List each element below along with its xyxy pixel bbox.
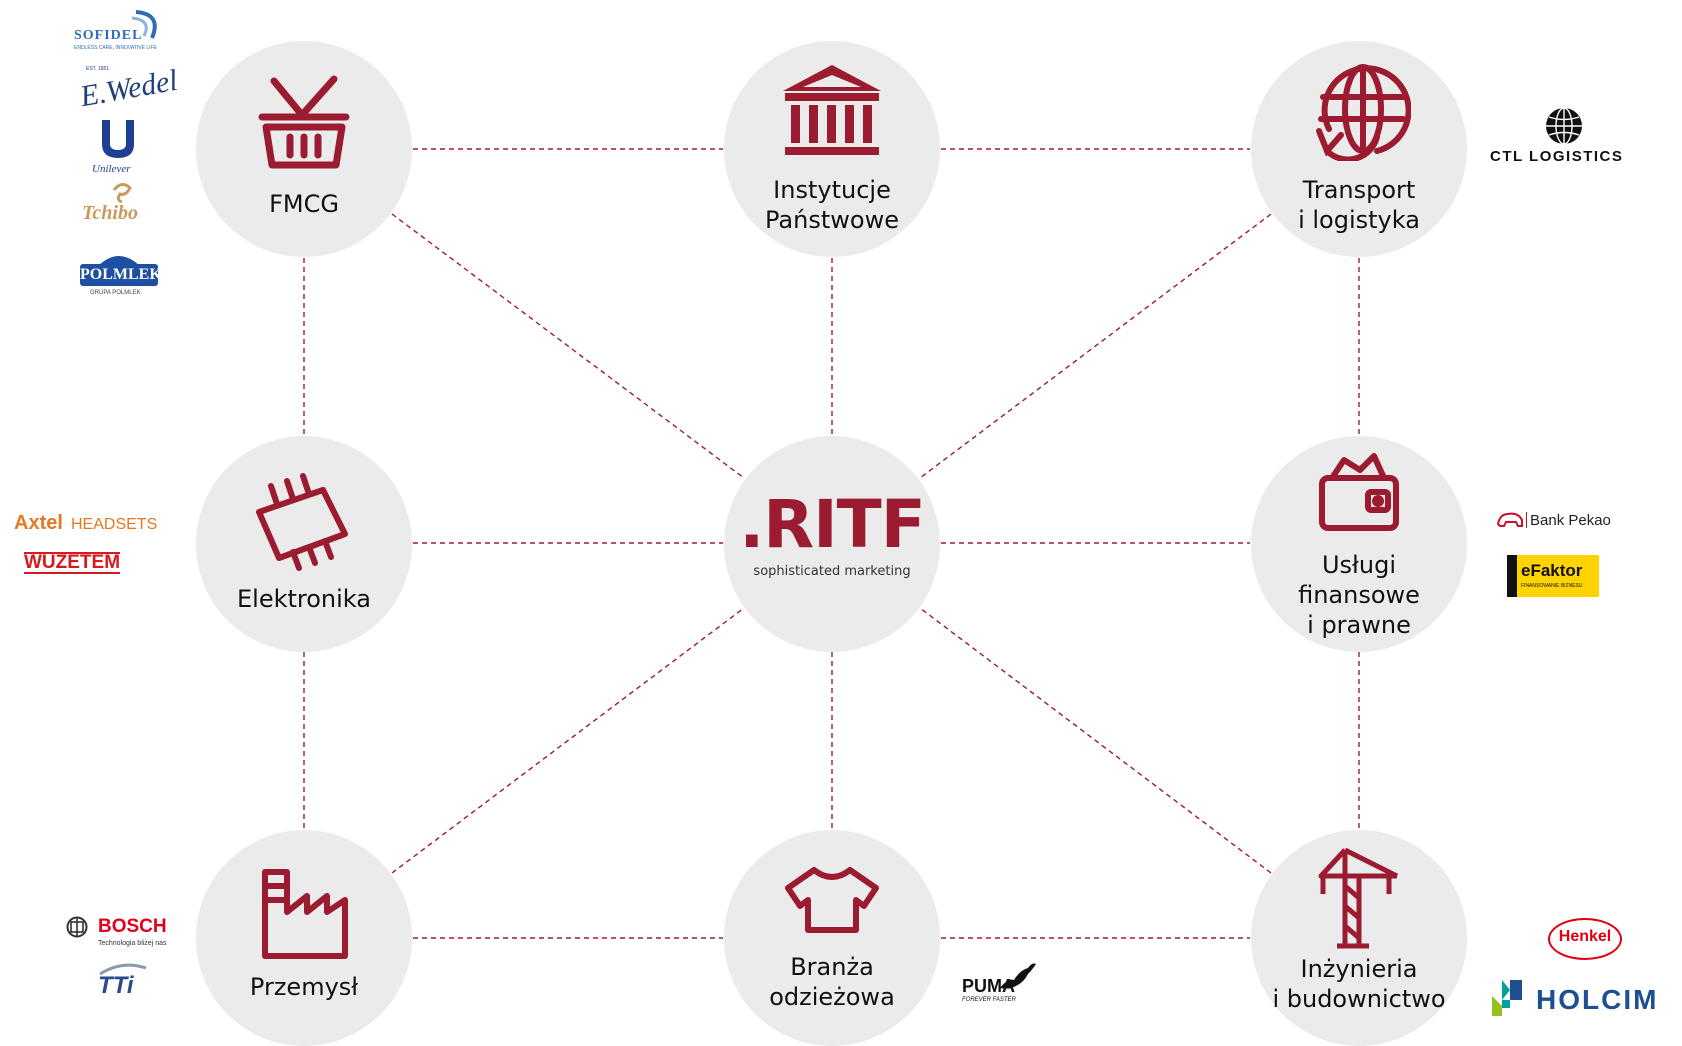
node-finanse-label: Usługi finansowe i prawne xyxy=(1298,551,1420,639)
sofidel-logo: SOFIDEL ENDLESS CARE, INNOVATIVE LIFE xyxy=(68,10,168,54)
unilever-logo: Unilever xyxy=(90,118,146,176)
factory-icon xyxy=(262,869,348,959)
node-elektronika-label: Elektronika xyxy=(237,585,371,613)
pekao-logo: Bank Pekao xyxy=(1496,510,1636,534)
microchip-icon xyxy=(256,473,348,571)
node-transport[interactable]: Transport i logistyka xyxy=(1251,41,1467,257)
pekao-bison-icon xyxy=(1496,512,1523,527)
ctl-globe-icon xyxy=(1546,107,1582,145)
line-fmcg-center xyxy=(391,213,745,479)
unilever-u-icon xyxy=(102,120,134,158)
bosch-logo: BOSCH Technologia bliżej nas xyxy=(66,916,176,950)
ctl-logo: CTL LOGISTICS xyxy=(1490,106,1640,166)
axtel-logo: Axtel HEADSETS xyxy=(14,512,158,534)
tchibo-logo: Tchibo xyxy=(80,180,160,230)
construction-crane-icon xyxy=(1318,847,1399,949)
puma-logo: PUMA FOREVER FASTER xyxy=(962,960,1040,1008)
line-transport-center xyxy=(919,213,1272,479)
shopping-basket-icon xyxy=(258,75,350,169)
government-building-icon xyxy=(783,65,881,155)
bosch-armature-icon xyxy=(66,916,88,938)
ritf-logo: .RITF xyxy=(739,486,926,563)
globe-arrow-icon xyxy=(1316,64,1411,161)
tti-logo: TTi xyxy=(94,962,154,1006)
tchibo-bean-icon xyxy=(112,183,132,204)
wedel-logo: EST. 1851 E.Wedel xyxy=(77,63,181,114)
ritf-tagline: sophisticated marketing xyxy=(753,564,911,579)
node-inzynieria-label: Inżynieria i budownictwo xyxy=(1272,955,1446,1013)
node-odziez[interactable]: Branża odzieżowa xyxy=(724,830,940,1046)
holcim-logo: HOLCIM xyxy=(1488,976,1678,1022)
polmlek-sun-icon xyxy=(98,256,140,266)
wallet-icon xyxy=(1319,453,1399,531)
node-fmcg-label: FMCG xyxy=(269,190,339,218)
node-finanse[interactable]: Usługi finansowe i prawne xyxy=(1251,436,1467,652)
puma-cat-icon xyxy=(1000,963,1036,989)
line-przemysl-center xyxy=(391,607,745,874)
sofidel-swoosh-icon xyxy=(131,10,157,39)
node-przemysl[interactable]: Przemysł xyxy=(196,830,412,1046)
line-inzynieria-center xyxy=(919,607,1272,874)
tshirt-icon xyxy=(785,867,879,933)
node-instytucje-label: Instytucje Państwowe xyxy=(765,176,899,234)
wuzetem-logo: WUZETEM xyxy=(24,552,121,574)
efaktor-logo: eFaktor FINANSOWANIE BIZNESU xyxy=(1507,555,1599,597)
holcim-h-icon xyxy=(1492,980,1522,1016)
polmlek-logo: POLMLEK GRUPA POLMLEK xyxy=(76,250,162,302)
node-elektronika[interactable]: Elektronika xyxy=(196,436,412,652)
tti-swoosh-icon xyxy=(99,963,147,976)
node-instytucje[interactable]: Instytucje Państwowe xyxy=(724,41,940,257)
node-transport-label: Transport i logistyka xyxy=(1298,176,1420,234)
node-center[interactable]: .RITF sophisticated marketing xyxy=(724,436,940,652)
node-przemysl-label: Przemysł xyxy=(249,973,359,1001)
node-odziez-label: Branża odzieżowa xyxy=(769,953,895,1011)
node-fmcg[interactable]: FMCG xyxy=(196,41,412,257)
node-inzynieria[interactable]: Inżynieria i budownictwo xyxy=(1251,830,1467,1046)
henkel-logo: Henkel xyxy=(1548,918,1622,960)
